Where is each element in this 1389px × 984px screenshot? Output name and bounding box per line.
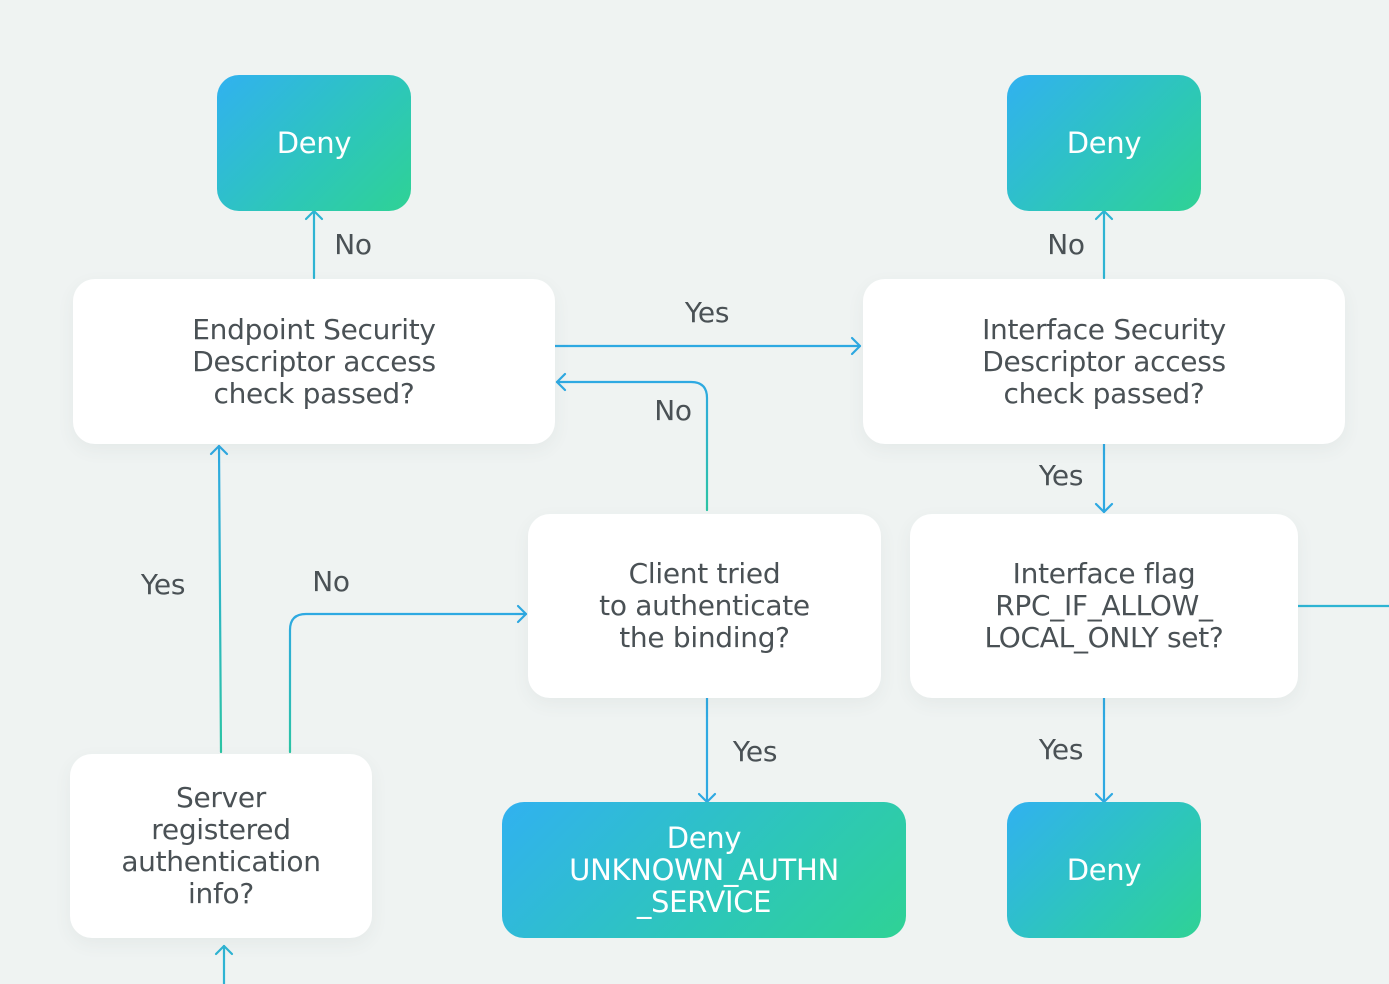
deny-bottom-right-node: Deny bbox=[1007, 802, 1201, 938]
endpoint-check-node: Endpoint Security Descriptor access chec… bbox=[73, 279, 555, 444]
deny-bottom-right-label: Deny bbox=[1066, 853, 1142, 887]
edge-label-server-no: No bbox=[312, 565, 350, 598]
edge-endpoint-yes-arrow bbox=[850, 336, 862, 356]
server-registered-node: Server registered authentication info? bbox=[70, 754, 372, 938]
edge-interface-yes-arrow bbox=[1094, 502, 1114, 514]
edge-endpoint-no-arrow bbox=[304, 209, 324, 221]
deny-top-left-node: Deny bbox=[217, 75, 411, 211]
interface-flag-node: Interface flag RPC_IF_ALLOW_ LOCAL_ONLY … bbox=[910, 514, 1298, 698]
endpoint-check-label: Endpoint Security Descriptor access chec… bbox=[192, 312, 436, 410]
edge-server-yes-arrow bbox=[209, 444, 229, 456]
client-auth-label: Client tried to authenticate the binding… bbox=[599, 557, 810, 654]
edge-label-endpoint-yes: Yes bbox=[684, 296, 730, 329]
interface-check-node: Interface Security Descriptor access che… bbox=[863, 279, 1345, 444]
client-auth-node: Client tried to authenticate the binding… bbox=[528, 514, 881, 698]
edge-label-flag-yes: Yes bbox=[1038, 733, 1084, 766]
edge-label-server-yes: Yes bbox=[140, 568, 186, 601]
deny-unknown-authn-label: Deny UNKNOWN_AUTHN _SERVICE bbox=[569, 821, 839, 919]
edge-label-interface-yes: Yes bbox=[1038, 459, 1084, 492]
interface-flag-label: Interface flag RPC_IF_ALLOW_ LOCAL_ONLY … bbox=[984, 557, 1224, 654]
server-registered-label: Server registered authentication info? bbox=[121, 781, 321, 910]
interface-check-label: Interface Security Descriptor access che… bbox=[982, 312, 1226, 410]
edge-label-endpoint-no: No bbox=[334, 228, 372, 261]
edge-interface-no-arrow bbox=[1094, 209, 1114, 221]
deny-top-right-node: Deny bbox=[1007, 75, 1201, 211]
deny-top-right-label: Deny bbox=[1066, 126, 1142, 160]
deny-top-left-label: Deny bbox=[276, 126, 352, 160]
deny-unknown-authn-node: Deny UNKNOWN_AUTHN _SERVICE bbox=[502, 802, 906, 938]
edge-server-no-line bbox=[288, 612, 528, 754]
edge-client-no-line bbox=[555, 380, 709, 512]
edge-client-no-arrow bbox=[555, 372, 567, 392]
edge-label-client-no: No bbox=[654, 394, 692, 427]
edge-label-client-yes: Yes bbox=[732, 735, 778, 768]
edge-server-no-arrow bbox=[516, 604, 528, 624]
edge-incoming-arrow bbox=[214, 944, 234, 956]
edge-label-interface-no: No bbox=[1047, 228, 1085, 261]
edge-server-yes-line bbox=[217, 444, 223, 754]
